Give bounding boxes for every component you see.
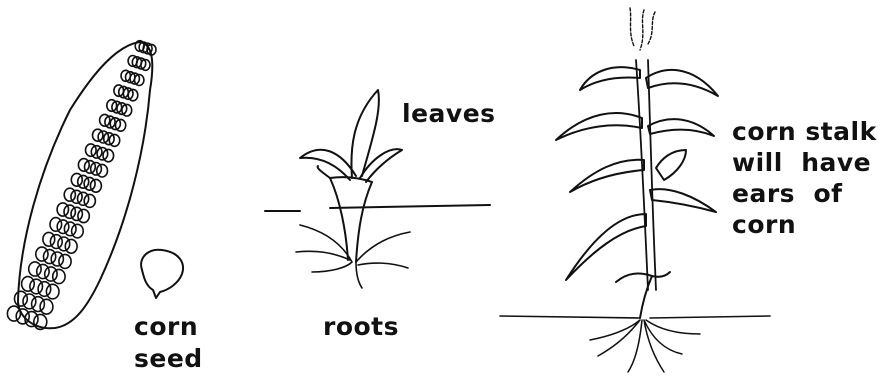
corn-kernel: [44, 250, 56, 264]
label-roots: roots: [323, 312, 399, 342]
corn-kernel: [65, 239, 77, 253]
corn-cob-illustration: [7, 41, 156, 330]
corn-kernel: [40, 299, 53, 314]
corn-kernel: [103, 149, 114, 161]
corn-kernel: [15, 291, 28, 306]
corn-kernel: [30, 279, 43, 294]
label-corn-stalk: corn stalk: [732, 117, 877, 147]
corn-seed-illustration: [141, 250, 183, 298]
corn-kernel: [22, 277, 35, 292]
corn-kernel: [57, 203, 68, 216]
corn-kernel: [72, 224, 84, 238]
corn-kernel: [51, 252, 63, 266]
seedling-illustration: [296, 90, 410, 288]
ground-line-seedling: [265, 205, 490, 211]
ground-line-stalk: [500, 316, 770, 318]
corn-kernel: [45, 267, 57, 281]
label-leaves: leaves: [402, 99, 496, 129]
corn-kernel: [29, 262, 41, 276]
corn-kernel: [7, 306, 20, 321]
label-will-have: will have: [732, 148, 871, 178]
corn-kernel: [36, 247, 48, 261]
corn-kernel: [53, 269, 65, 283]
corn-kernel: [84, 194, 95, 207]
corn-kernel: [58, 237, 70, 251]
corn-kernel: [78, 192, 89, 205]
corn-kernel: [50, 235, 62, 249]
label-corn-ears: corn: [732, 210, 796, 240]
corn-kernel: [71, 207, 82, 220]
corn-kernel: [46, 284, 59, 299]
corn-kernel: [43, 232, 55, 246]
corn-kernel: [23, 294, 36, 309]
label-ears-of: ears of: [732, 179, 843, 209]
corn-kernel: [64, 222, 76, 236]
label-corn: corn: [134, 312, 198, 342]
corn-kernel: [37, 264, 49, 278]
corn-kernel: [59, 254, 71, 268]
corn-kernel: [57, 220, 69, 234]
corn-kernel: [64, 205, 75, 218]
corn-kernel: [78, 209, 89, 222]
label-seed: seed: [134, 344, 203, 374]
corn-kernel: [64, 188, 75, 201]
corn-kernel: [50, 218, 62, 232]
corn-kernel: [38, 282, 51, 297]
corn-kernel: [32, 297, 45, 312]
corn-kernel: [90, 179, 101, 192]
corn-kernel: [97, 164, 108, 177]
